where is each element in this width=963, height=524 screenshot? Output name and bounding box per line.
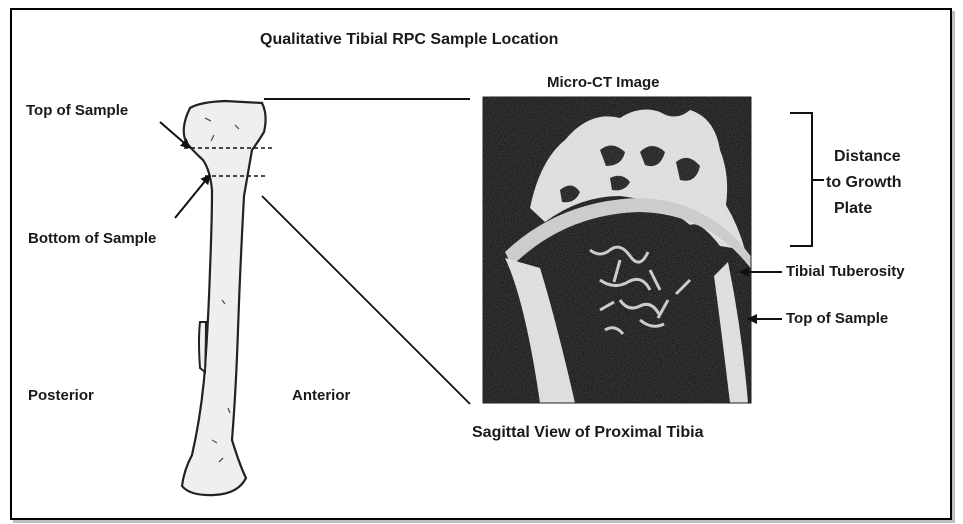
fibula-fragment xyxy=(199,322,206,372)
posterior-label: Posterior xyxy=(28,387,94,404)
top-of-sample-label: Top of Sample xyxy=(26,102,128,119)
distance-label-line3: Plate xyxy=(834,200,872,218)
bottom-connector-line xyxy=(262,196,470,404)
distance-label-line2: to Growth xyxy=(826,174,902,192)
figure-title: Qualitative Tibial RPC Sample Location xyxy=(260,31,558,49)
anterior-label: Anterior xyxy=(292,387,350,404)
bottom-of-sample-label: Bottom of Sample xyxy=(28,230,156,247)
ct-top-of-sample-label: Top of Sample xyxy=(786,310,888,327)
micro-ct-image xyxy=(483,97,752,403)
distance-bracket xyxy=(790,113,824,246)
tibia-shaft xyxy=(182,101,266,495)
distance-label-line1: Distance xyxy=(834,148,901,166)
micro-ct-label: Micro-CT Image xyxy=(547,74,660,91)
tibia-bone-illustration xyxy=(182,101,274,495)
bottom-of-sample-arrow xyxy=(175,175,210,218)
figure-caption: Sagittal View of Proximal Tibia xyxy=(472,424,703,442)
tibial-tuberosity-label: Tibial Tuberosity xyxy=(786,263,905,280)
